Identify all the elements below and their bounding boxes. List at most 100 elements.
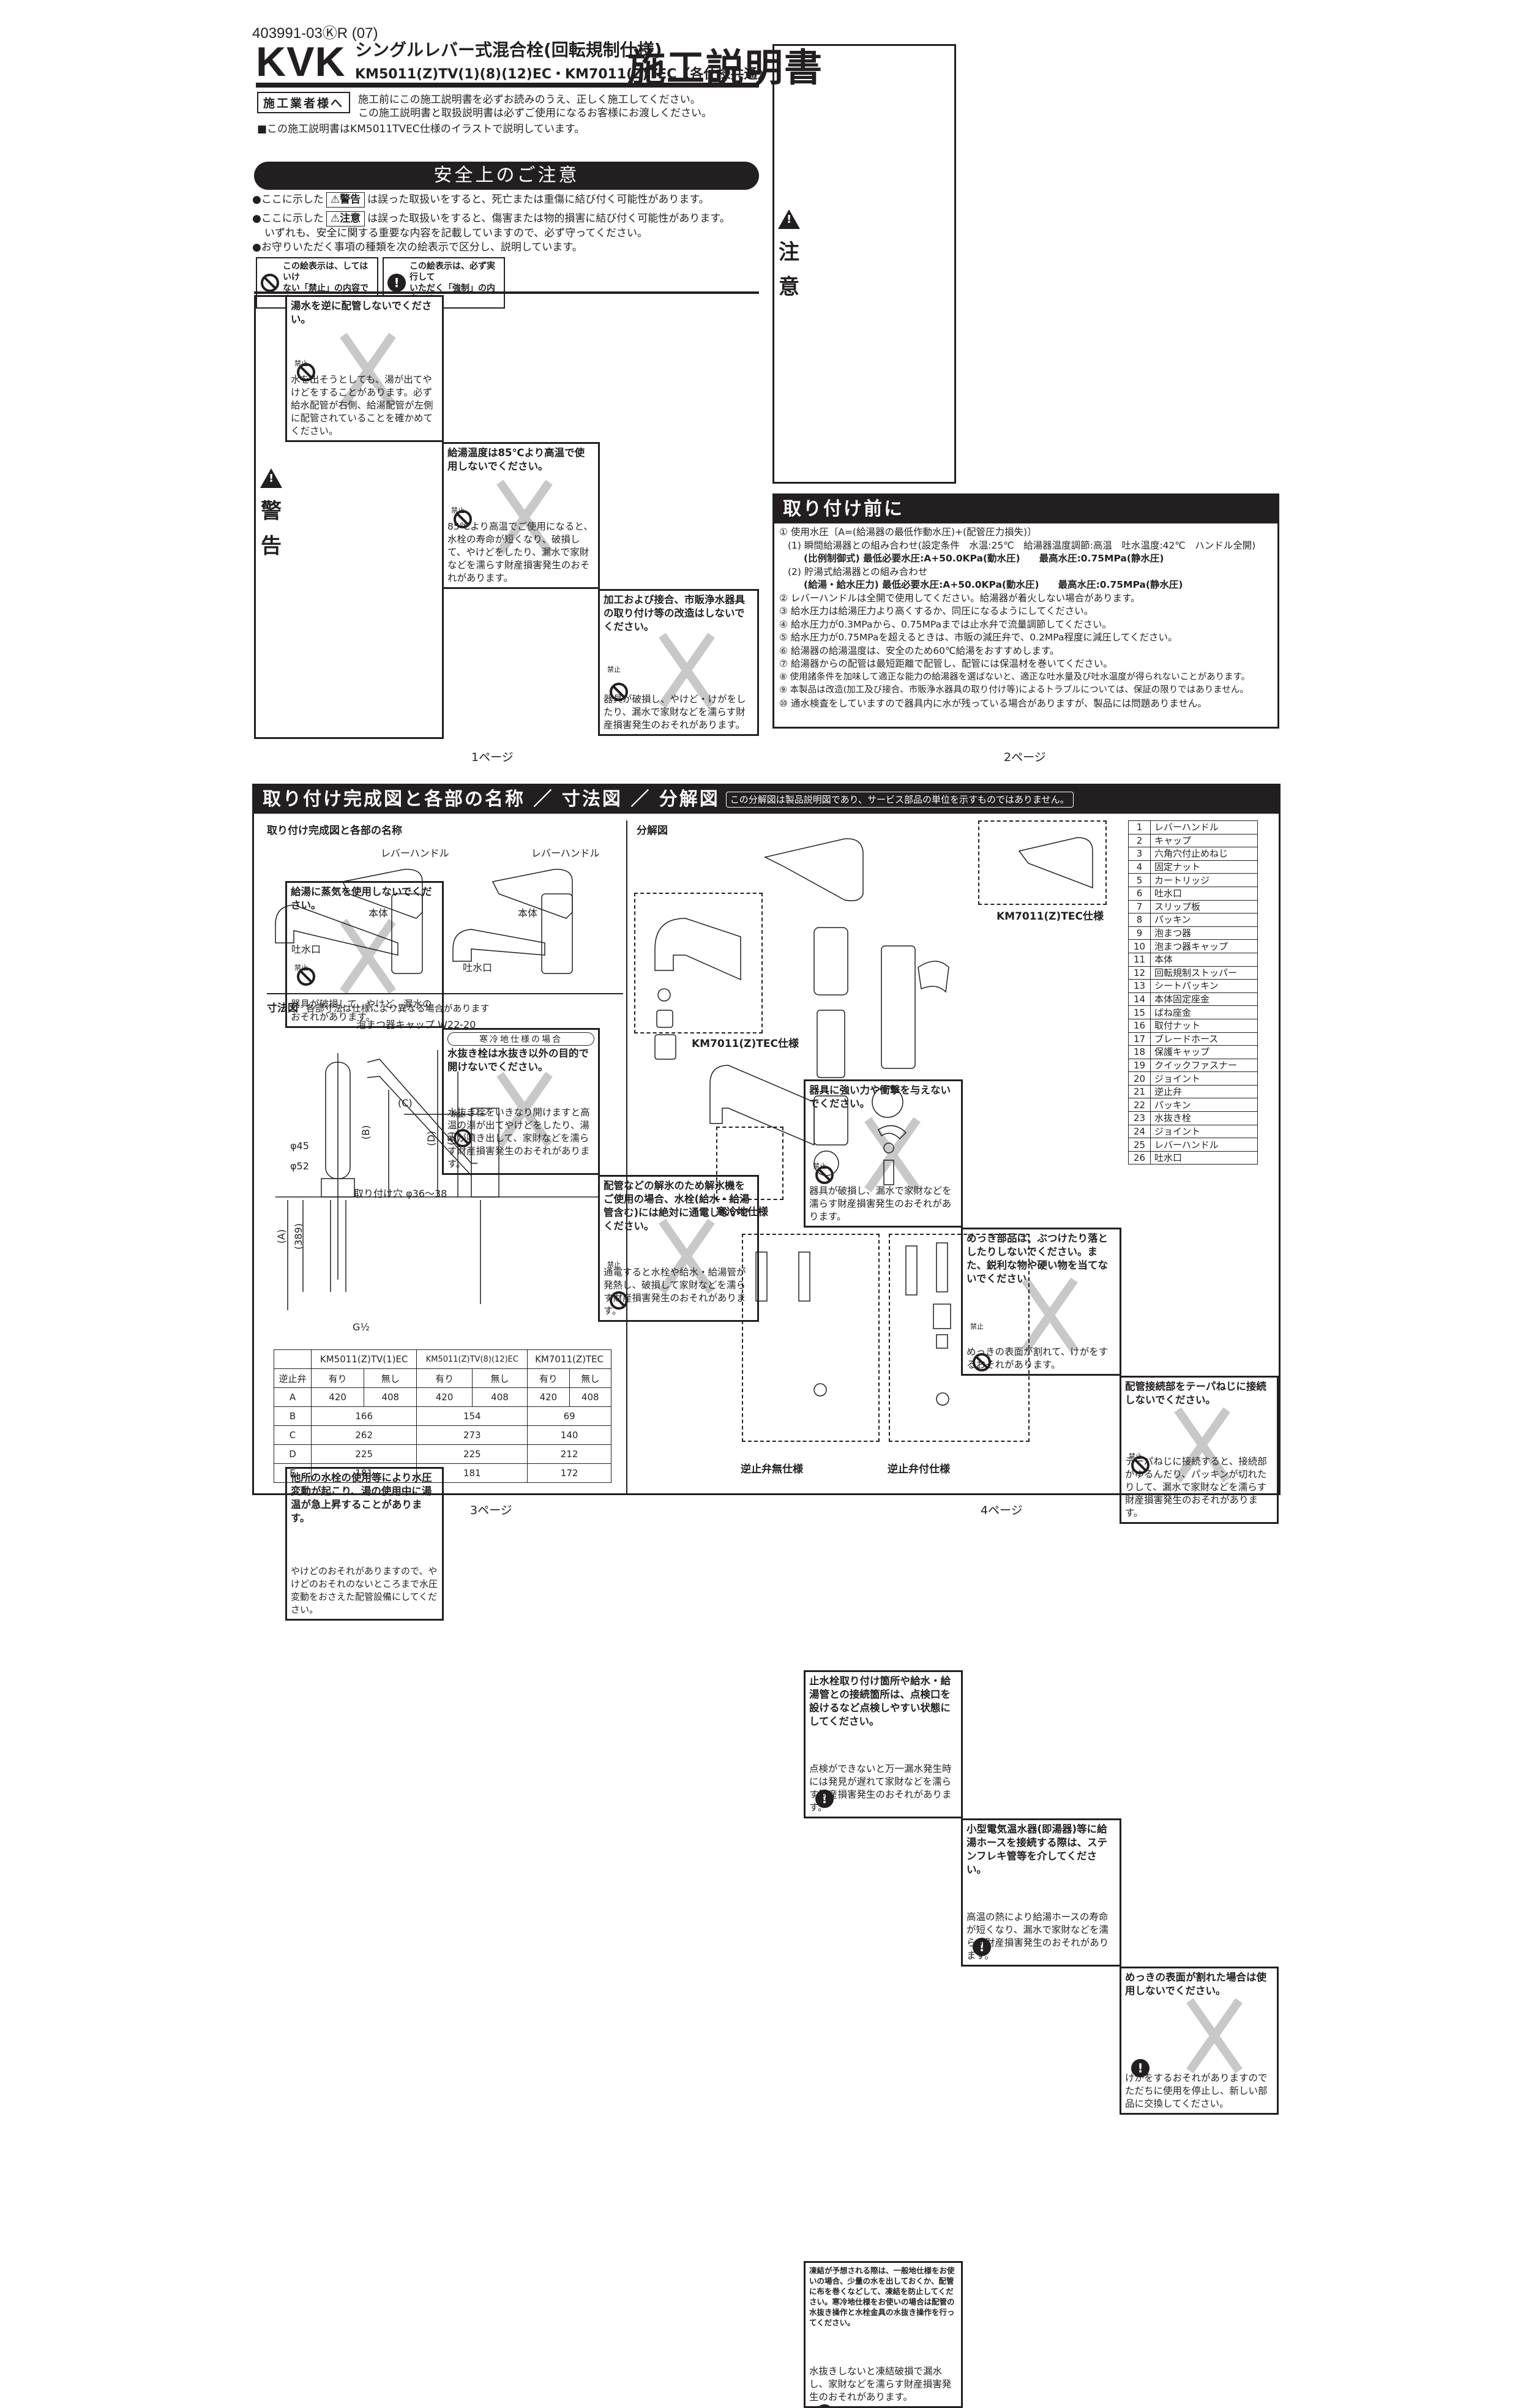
tec-lever-box	[978, 820, 1107, 905]
dim-cell: 262	[311, 1425, 417, 1445]
caution-cell-taper-thread: 配管接続部をテーパねじに接続しないでください。 禁止 テーパねじに接続すると、接…	[1120, 1376, 1279, 1524]
part-number: 24	[1128, 1124, 1151, 1139]
prohibit-icon	[815, 1166, 834, 1184]
warning-body: 水を出そうとしても、湯が出てやけどをすることがあります。必ず給水配管が右側、給湯…	[291, 374, 433, 437]
check-valve-box	[889, 1234, 1030, 1442]
part-name: パッキン	[1150, 1098, 1258, 1112]
part-name: キャップ	[1150, 833, 1258, 848]
cross-mark-icon	[1183, 1999, 1244, 2072]
cold-spec-label: 寒冷地仕様	[716, 1206, 768, 1218]
prohibit-icon	[1131, 1456, 1150, 1474]
dim-cell: 408	[471, 1387, 528, 1407]
part-number: 8	[1128, 913, 1151, 927]
warning-triangle-icon	[778, 209, 800, 229]
dim-cell: 225	[311, 1444, 417, 1464]
part-name: スリップ板	[1150, 899, 1258, 914]
prohibit-label: 禁止	[451, 506, 465, 514]
pre-install-line: ⑧ 使用諸条件を加味して適正な能力の給湯器を選ばないと、適正な吐水量及び吐水温度…	[779, 672, 1251, 682]
prohibit-icon	[973, 1353, 991, 1371]
part-number: 22	[1128, 1098, 1151, 1112]
prohibit-label: 禁止	[607, 666, 621, 673]
dim-table-corner	[273, 1349, 312, 1369]
dim-table-row: C 262 273 140	[273, 1425, 611, 1445]
warning-body: 器具が破損し、やけど・けがをしたり、漏水で家財などを濡らす財産損害発生のおそれが…	[604, 694, 746, 730]
prohibit-label: 禁止	[607, 1261, 621, 1269]
warning-cell-high-temp: 給湯温度は85℃より高温で使用しないでください。 禁止 85℃より高温でご使用に…	[442, 442, 600, 589]
pre-install-line: (比例制御式) 最低必要水圧:A+50.0KPa(動水圧) 最高水圧:0.75M…	[804, 553, 1164, 564]
part-number: 25	[1128, 1138, 1151, 1152]
warning-cell-drain-plug: 寒冷地仕様の場合 水抜き栓は水抜き以外の目的で開けないでください。 禁止 水抜き…	[442, 1028, 600, 1175]
product-line-1: シングルレバー式混合栓(回転規制仕様)	[355, 40, 662, 60]
bullet-text: ●ここに示した	[252, 212, 324, 225]
prohibit-icon	[454, 1129, 472, 1147]
part-number: 2	[1128, 833, 1151, 848]
warning-heading: 加工および接合、市販浄水器具の取り付け等の改造はしないでください。	[604, 594, 745, 632]
warning-heading: 配管などの解氷のため解氷機をご使用の場合、水栓(給水・給湯管含む)には絶対に通電…	[604, 1180, 750, 1232]
part-name: 保護キャップ	[1150, 1045, 1258, 1059]
dimension-note: 各部寸法は仕様により異なる場合があります	[305, 1003, 490, 1014]
dimension-table: KM5011(Z)TV(1)EC KM5011(Z)TV(8)(12)EC KM…	[273, 1349, 612, 1483]
check-spec-label: 逆止弁付仕様	[888, 1463, 950, 1476]
part-name: レバーハンドル	[1150, 1138, 1258, 1152]
dim-row-key: E	[273, 1463, 312, 1483]
lever-label-2: レバーハンドル	[531, 847, 600, 859]
safety-bullet-warning: ●ここに示した⚠警告は誤った取扱いをすると、死亡または重傷に結び付く可能性があり…	[252, 192, 730, 208]
body-label-2: 本体	[518, 907, 538, 919]
phi52-label: φ52	[290, 1160, 309, 1172]
caution-heading: めっき部品は、ぶつけたり落としたりしないでください。また、鋭利な物や硬い物を当て…	[967, 1232, 1108, 1285]
safety-bullets: ●ここに示した⚠警告は誤った取扱いをすると、死亡または重傷に結び付く可能性があり…	[252, 192, 730, 255]
cold-region-tag: 寒冷地仕様の場合	[447, 1032, 594, 1046]
dimension-title-row: 寸法図 各部寸法は仕様により異なる場合があります	[267, 999, 489, 1015]
page-number-4: 4ページ	[981, 1504, 1023, 1517]
caution-heading: 止水栓取り付け箇所や給水・給湯管との接続箇所は、点検口を設けるなど点検しやすい状…	[809, 1675, 951, 1727]
part-name: カートリッジ	[1150, 873, 1258, 887]
pre-install-line: ③ 給水圧力は給湯圧力より高くするか、同圧になるようにしてください。	[779, 606, 1094, 617]
brand-logo: KVK	[256, 39, 346, 85]
dim-model-header: KM7011(Z)TEC	[527, 1349, 611, 1369]
caution-body: 高温の熱により給湯ホースの寿命が短くなり、漏水で家財などを濡らす財産損害発生のお…	[967, 1911, 1109, 1961]
caution-cell-plating: めっき部品は、ぶつけたり落としたりしないでください。また、鋭利な物や硬い物を当て…	[961, 1228, 1121, 1376]
part-name: 泡まつ器	[1150, 926, 1258, 940]
dim-row-key: C	[273, 1425, 312, 1445]
product-title: シングルレバー式混合栓(回転規制仕様) KM5011(Z)TV(1)(8)(12…	[355, 38, 771, 87]
part-number: 1	[1128, 820, 1151, 835]
tec-spout-box	[634, 893, 763, 1033]
part-number: 6	[1128, 886, 1151, 901]
part-name: 本体固定座金	[1150, 992, 1258, 1007]
dim-cell: 273	[416, 1425, 528, 1445]
contractor-text-line-1: 施工前にこの施工説明書を必ずお読みのうえ、正しく施工してください。	[358, 94, 701, 106]
part-number: 21	[1128, 1084, 1151, 1099]
part-name: 六角穴付止めねじ	[1150, 847, 1258, 861]
caution-body: 点検ができないと万一漏水発生時には発見が遅れて家財などを濡らす財産損害発生のおそ…	[809, 1763, 952, 1813]
part-number: 11	[1128, 952, 1151, 967]
caution-heading: めっきの表面が割れた場合は使用しないでください。	[1125, 1971, 1266, 1997]
prohibit-label: 禁止	[294, 964, 308, 972]
safety-banner: 安全上のご注意	[254, 162, 759, 190]
caution-frame	[772, 44, 956, 484]
warning-heading: 給湯に蒸気を使用しないでください。	[291, 886, 432, 911]
warning-heading: 給湯温度は85℃より高温で使用しないでください。	[447, 447, 585, 472]
phi45-label: φ45	[290, 1140, 309, 1152]
bullet-text: は誤った取扱いをすると、死亡または重傷に結び付く可能性があります。	[367, 193, 709, 206]
pre-install-line: (給湯・給水圧力) 最低必要水圧:A+50.0KPa(動水圧) 最高水圧:0.7…	[804, 579, 1183, 590]
part-name: レバーハンドル	[1150, 820, 1258, 835]
assembly-divider	[626, 820, 627, 1494]
dim-cell: 420	[311, 1387, 365, 1407]
dim-cell: 69	[527, 1406, 611, 1426]
part-name: 吐水口	[1150, 1150, 1258, 1165]
part-name: 逆止弁	[1150, 1084, 1258, 1099]
safety-bullet-legend: ●お守りいただく事項の種類を次の絵表示で区分し、説明しています。	[252, 241, 583, 253]
prohibit-label: 禁止	[1129, 1452, 1142, 1460]
caution-cell-impact: 器具に強い力や衝撃を与えないでください。 禁止 器具が破損し、漏水で家財などを濡…	[804, 1079, 963, 1228]
